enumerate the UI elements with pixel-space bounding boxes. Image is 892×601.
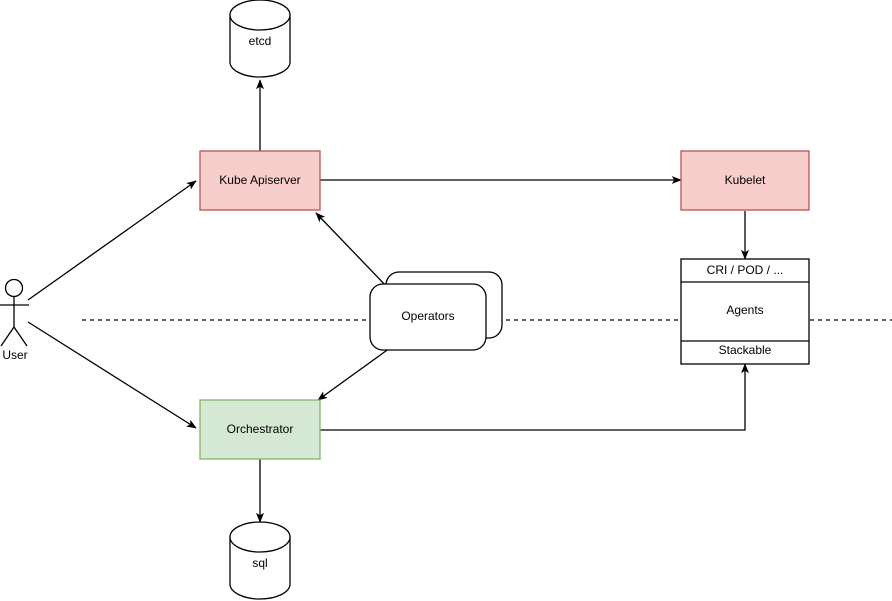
- actor-head-icon: [4, 278, 24, 298]
- node-sql: sql: [229, 521, 291, 600]
- sql-cylinder-top: [229, 521, 291, 553]
- sql-cylinder-body: [229, 536, 291, 600]
- edge-user-to-kube-apiserver: [27, 180, 197, 301]
- kubelet-box: [680, 150, 810, 211]
- actor-leg-right: [13, 326, 28, 347]
- operators-label: Operators: [401, 309, 454, 323]
- orchestrator-label: Orchestrator: [227, 422, 294, 436]
- operators-front-card: [369, 283, 487, 351]
- node-etcd: etcd: [229, 0, 291, 78]
- agents-footer-label: Stackable: [719, 343, 772, 357]
- node-agents: CRI / POD / ... Agents Stackable: [680, 258, 810, 365]
- node-kube-apiserver: Kube Apiserver: [199, 150, 321, 211]
- etcd-label: etcd: [249, 34, 272, 48]
- agents-body-label: Agents: [726, 303, 763, 317]
- node-kubelet: Kubelet: [680, 150, 810, 211]
- etcd-cylinder-top: [229, 0, 291, 31]
- edge-operators-to-kube-apiserver: [315, 212, 391, 291]
- kube-apiserver-label: Kube Apiserver: [219, 173, 300, 187]
- agents-box: [680, 258, 810, 365]
- edges-layer: [27, 79, 749, 523]
- node-orchestrator: Orchestrator: [199, 399, 321, 460]
- node-operators: Operators: [369, 271, 503, 351]
- sql-label: sql: [252, 556, 267, 570]
- edge-user-to-orchestrator: [27, 321, 197, 429]
- etcd-cylinder-body: [229, 14, 291, 78]
- kube-apiserver-box: [199, 150, 321, 211]
- actor-user: User: [0, 278, 29, 362]
- actor-user-label: User: [2, 348, 27, 362]
- edge-orchestrator-to-stackable: [320, 363, 749, 431]
- kubelet-label: Kubelet: [725, 173, 766, 187]
- edge-operators-to-orchestrator: [317, 347, 391, 401]
- actor-leg-left: [0, 326, 15, 347]
- agents-header-label: CRI / POD / ...: [707, 263, 784, 277]
- orchestrator-box: [199, 399, 321, 460]
